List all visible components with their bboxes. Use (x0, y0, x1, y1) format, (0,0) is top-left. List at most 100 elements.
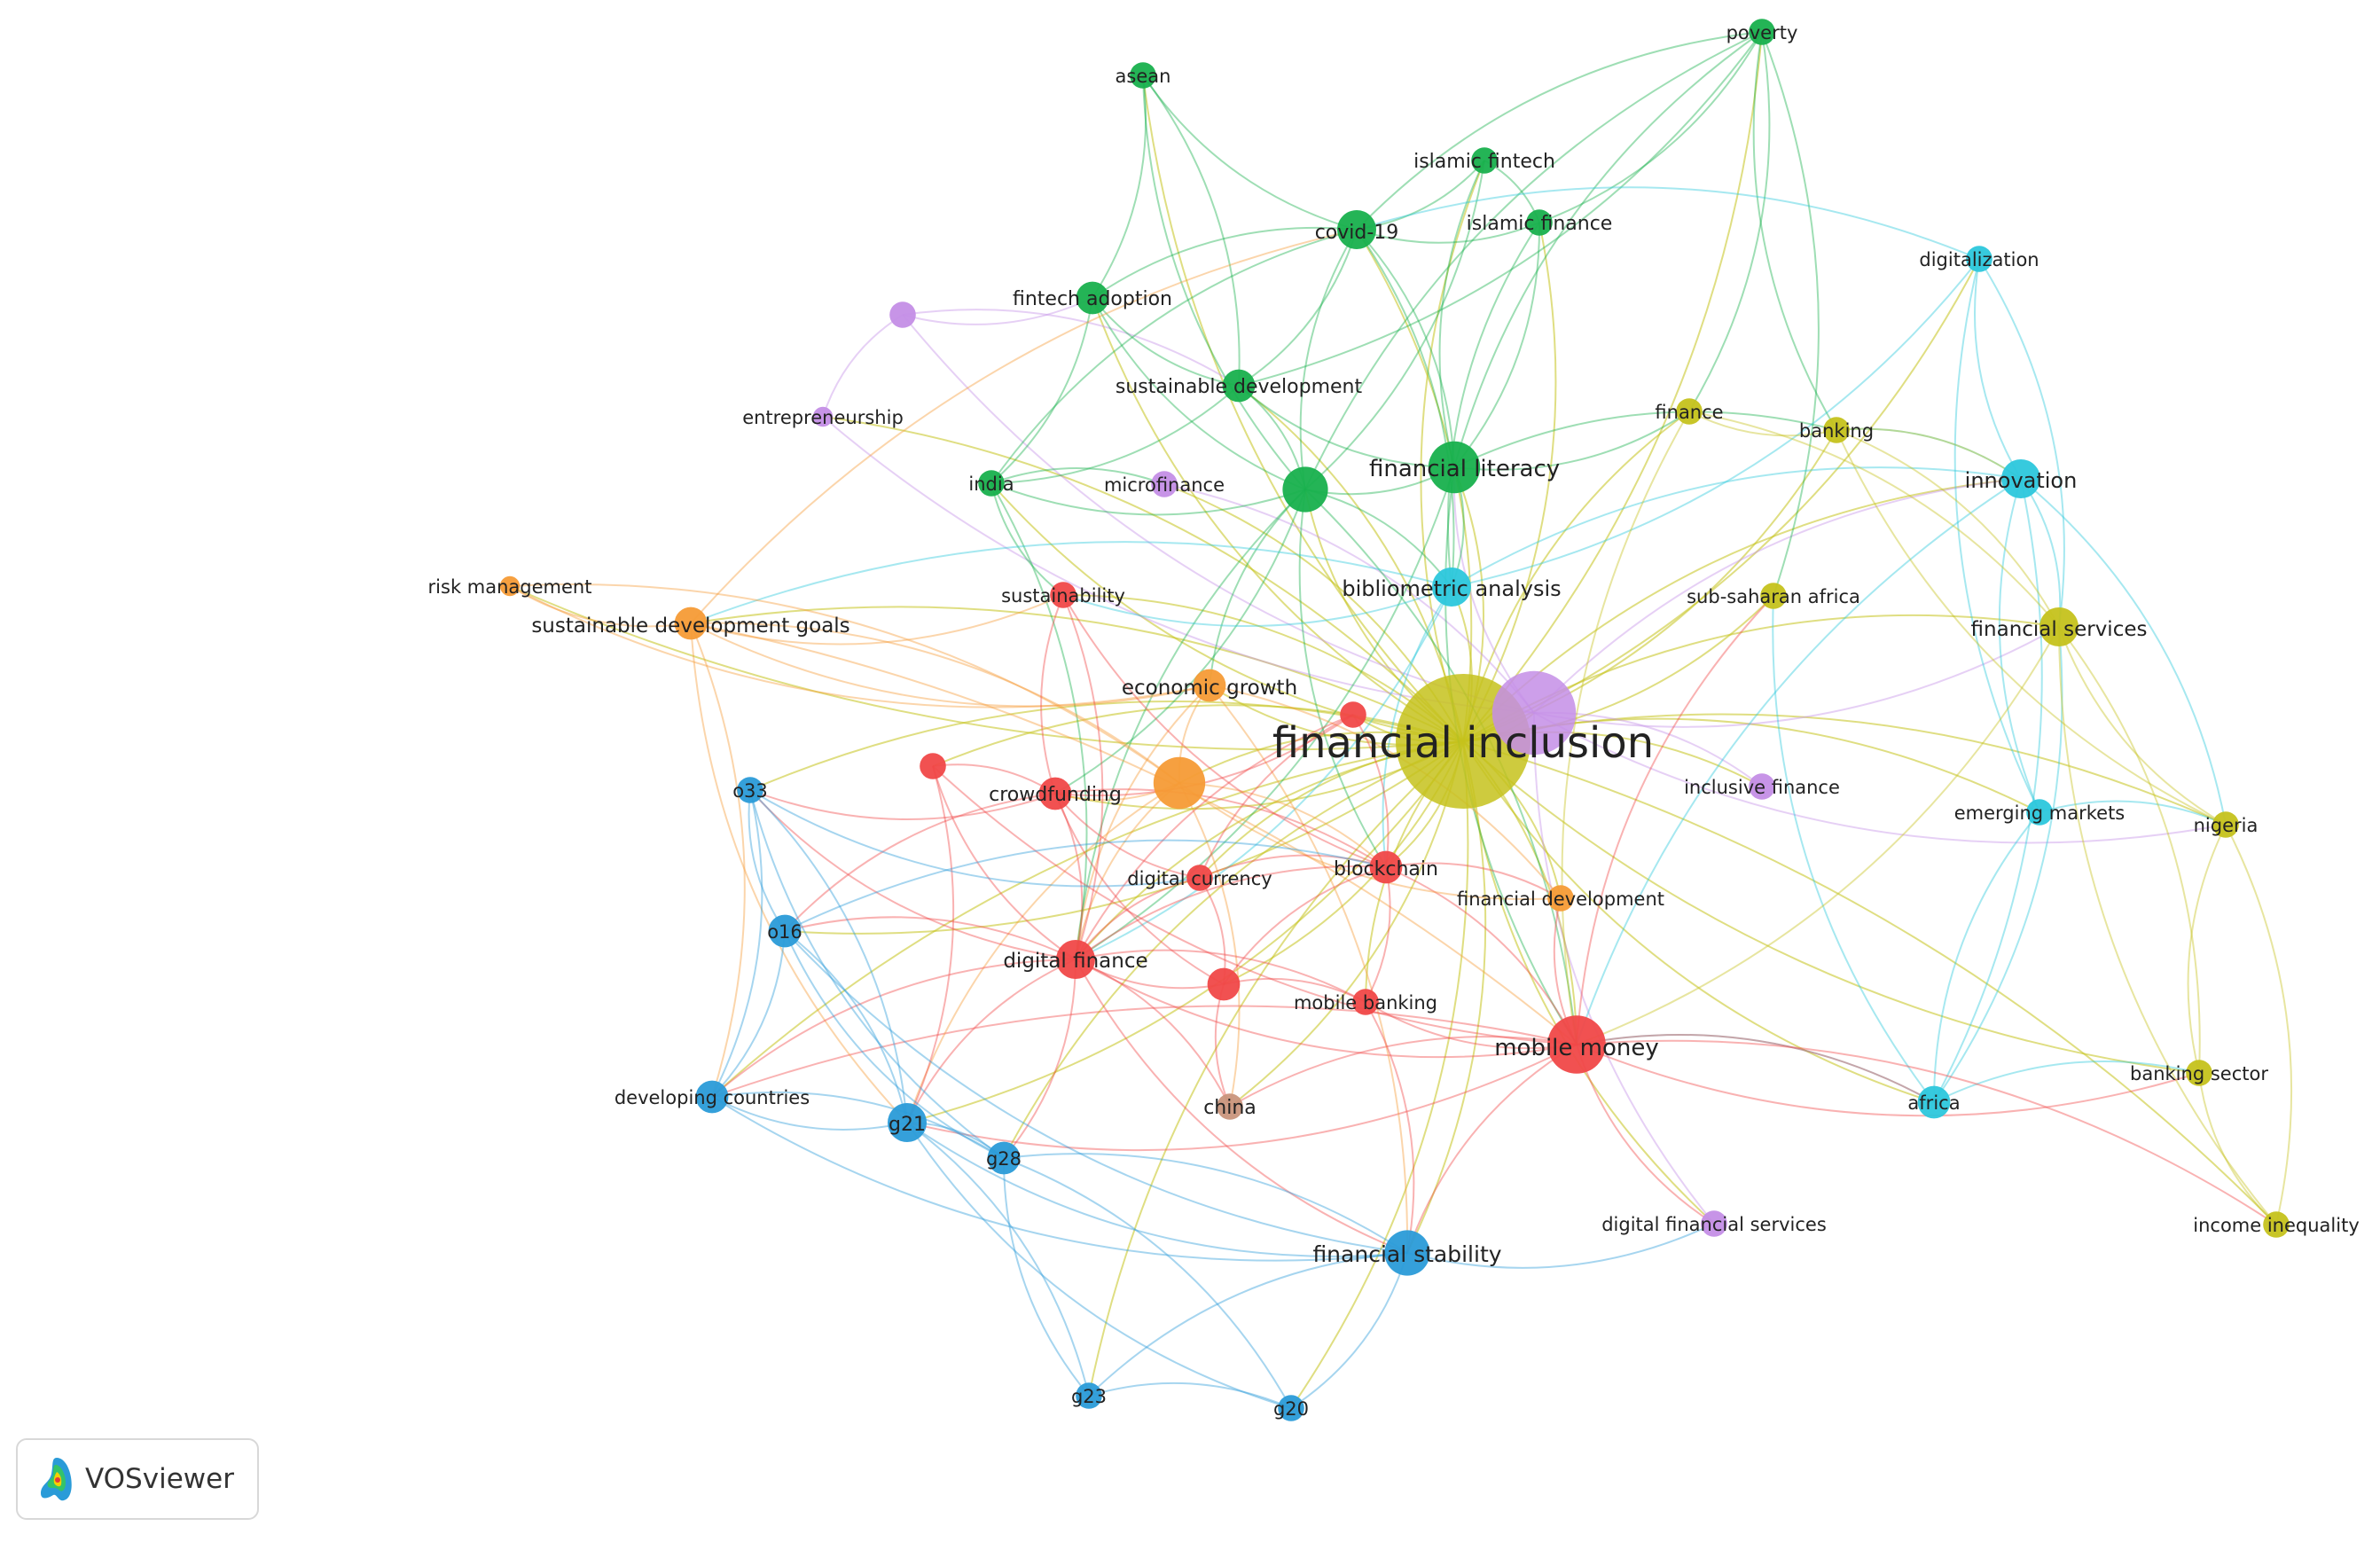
node-inclusive-finance[interactable] (1749, 773, 1775, 800)
edge-poverty-banking (1752, 31, 1837, 431)
node-entrepreneurship[interactable] (812, 406, 834, 427)
node-risk-management[interactable] (499, 575, 521, 597)
vosviewer-logo[interactable]: VOSviewer (16, 1438, 259, 1520)
node-financial-stability[interactable] (1384, 1230, 1430, 1276)
node-orange-hub[interactable] (1153, 756, 1206, 810)
edge-digital-finance-o33 (749, 789, 1076, 960)
node-china[interactable] (1217, 1093, 1243, 1120)
node-sustainable-development-goals[interactable] (674, 607, 708, 640)
label-g23: g23 (1071, 1386, 1107, 1407)
label-mobile-banking: mobile banking (1294, 992, 1437, 1014)
edge-digital-finance-developing-countries (711, 959, 1076, 1098)
node-emerging-markets[interactable] (2026, 799, 2053, 826)
node-red-small-1[interactable] (1340, 701, 1366, 728)
edge-innovation-banking (1836, 427, 2022, 480)
node-purple-hub[interactable] (1491, 670, 1577, 755)
edge-banking-sector-income-inequality (2198, 1072, 2277, 1225)
node-asean[interactable] (1130, 62, 1156, 89)
node-developing-countries[interactable] (695, 1080, 729, 1114)
node-mobile-banking[interactable] (1352, 989, 1379, 1015)
edge-purple-hub-financial-services (1533, 626, 2060, 728)
edge-financial-services-banking-sector (2058, 626, 2201, 1074)
node-financial-services[interactable] (2039, 607, 2079, 646)
edge-covid-19-india (990, 229, 1358, 484)
edge-mobile-money-financial-stability (1406, 1044, 1578, 1254)
edge-g28-g20 (1003, 1157, 1292, 1409)
node-poverty[interactable] (1749, 19, 1775, 45)
edge-financial-inclusion-o16 (784, 740, 1464, 935)
node-sustainability[interactable] (1050, 582, 1076, 608)
node-economic-growth[interactable] (1193, 669, 1226, 702)
node-fintech-hub[interactable] (1282, 466, 1328, 513)
edge-islamic-fintech-fintech-hub (1304, 160, 1485, 490)
label-digital-currency: digital currency (1127, 868, 1272, 889)
node-g28[interactable] (987, 1141, 1021, 1175)
node-financial-literacy[interactable] (1428, 441, 1481, 494)
node-microfinance[interactable] (1151, 471, 1178, 497)
node-banking[interactable] (1823, 417, 1850, 443)
label-digital-financial-services: digital financial services (1601, 1214, 1827, 1235)
edge-o33-g21 (749, 789, 908, 1123)
node-islamic-finance[interactable] (1526, 209, 1553, 236)
node-g23[interactable] (1076, 1382, 1102, 1409)
node-income-inequality[interactable] (2263, 1211, 2290, 1238)
edge-financial-inclusion-poverty (1462, 31, 1763, 742)
edge-covid-19-sustainable-development (1238, 229, 1358, 387)
edge-purple-small-fintech-adoption (902, 297, 1093, 325)
edge-financial-services-mobile-money (1576, 626, 2060, 1045)
node-sub-saharan-africa[interactable] (1760, 583, 1787, 609)
edge-sustainable-development-financial-literacy (1238, 385, 1455, 468)
node-crowdfunding[interactable] (1038, 777, 1072, 810)
edge-developing-countries-g28 (711, 1091, 1005, 1159)
node-covid-19[interactable] (1337, 210, 1376, 249)
node-digital-currency[interactable] (1186, 865, 1213, 891)
node-o16[interactable] (768, 914, 802, 948)
edge-financial-inclusion-developing-countries (711, 740, 1464, 1098)
node-digitalization[interactable] (1966, 246, 1992, 272)
edge-bibliometric-analysis-sustainable-development-goals (690, 541, 1452, 624)
node-o33[interactable] (737, 777, 763, 803)
edge-blockchain-digital-finance (1075, 865, 1387, 960)
edge-covid-19-fintech-adoption (1092, 226, 1358, 299)
edge-orange-hub-china (1178, 782, 1241, 1108)
node-africa[interactable] (1917, 1085, 1951, 1119)
edge-fintech-adoption-sustainable-development (1092, 297, 1240, 387)
node-india[interactable] (978, 470, 1005, 497)
node-digital-financial-services[interactable] (1701, 1210, 1727, 1237)
node-islamic-fintech[interactable] (1471, 147, 1498, 174)
edge-blockchain-financial-development (1385, 862, 1562, 899)
node-digital-finance[interactable] (1056, 940, 1095, 979)
edge-nigeria-banking-sector (2187, 824, 2227, 1074)
node-finance[interactable] (1676, 398, 1703, 425)
node-financial-development[interactable] (1547, 885, 1574, 912)
edge-finance-banking (1688, 411, 1837, 437)
edge-crowdfunding-digital-finance (1054, 793, 1084, 960)
node-blockchain[interactable] (1369, 850, 1403, 884)
node-bibliometric-analysis[interactable] (1432, 567, 1471, 607)
node-mobile-money[interactable] (1547, 1015, 1606, 1074)
node-purple-small[interactable] (889, 301, 916, 328)
edge-bibliometric-analysis-sustainability (1062, 586, 1452, 628)
edge-islamic-finance-poverty (1538, 31, 1763, 223)
edge-sustainable-development-goals-orange-hub (690, 622, 1180, 784)
node-red-small-3[interactable] (1207, 967, 1241, 1001)
node-banking-sector[interactable] (2186, 1060, 2212, 1086)
label-microfinance: microfinance (1104, 474, 1225, 496)
node-g21[interactable] (888, 1103, 927, 1142)
node-innovation[interactable] (2001, 459, 2040, 498)
edge-asean-fintech-hub (1142, 74, 1306, 490)
label-o33: o33 (732, 780, 768, 802)
node-nigeria[interactable] (2212, 811, 2239, 838)
node-g20[interactable] (1278, 1395, 1304, 1421)
edge-digitalization-bibliometric-analysis (1451, 258, 1980, 588)
edge-mobile-money-sub-saharan-africa (1576, 595, 1774, 1045)
edge-g28-g23 (1002, 1157, 1090, 1397)
edge-india-digital-finance (990, 482, 1088, 960)
edge-o33-o16 (748, 789, 786, 932)
edge-purple-hub-digital-financial-services (1532, 712, 1715, 1225)
edge-sustainable-development-goals-economic-growth (690, 622, 1210, 708)
node-fintech-adoption[interactable] (1076, 281, 1109, 315)
edge-islamic-finance-financial-literacy (1453, 222, 1541, 468)
node-red-small-2[interactable] (920, 753, 946, 779)
node-sustainable-development[interactable] (1222, 369, 1256, 403)
